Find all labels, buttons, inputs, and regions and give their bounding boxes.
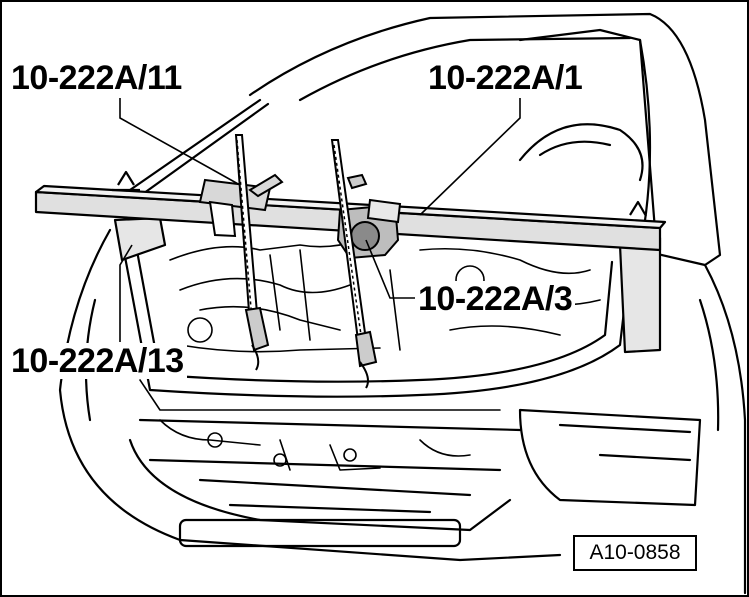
leader-11 [119,98,241,186]
wing-nut-left [112,170,140,192]
steering-wheel [518,123,644,182]
grille-upper [138,418,522,432]
hood-strut [128,98,262,192]
engine-components [139,239,601,471]
hood-outline [248,12,722,267]
adapter-plate-right [618,236,662,354]
right-headlight [518,408,702,507]
label-support-bar-1: 10-222A/1 [425,60,586,96]
support-bracket-left [198,173,284,238]
adapter-plate-left [113,216,167,262]
leader-1 [419,98,521,216]
spindle-left [234,134,270,371]
windshield-line [518,28,657,232]
label-adapter-13: 10-222A/13 [8,343,187,379]
leader-13 [119,244,133,342]
left-fender [58,228,562,562]
figure-id: A10-0858 [573,535,697,571]
leader-lines [119,98,521,342]
hood-inner-line [298,36,632,102]
front-bumper [128,438,512,532]
right-body [703,263,747,595]
leader-3 [365,239,418,299]
spindle-right [330,139,378,389]
plate-recess [178,518,462,548]
label-spindle-3: 10-222A/3 [415,281,576,317]
bay-rim [118,228,632,398]
label-support-bracket-11: 10-222A/11 [8,60,185,96]
wing-nut-right [629,200,647,217]
